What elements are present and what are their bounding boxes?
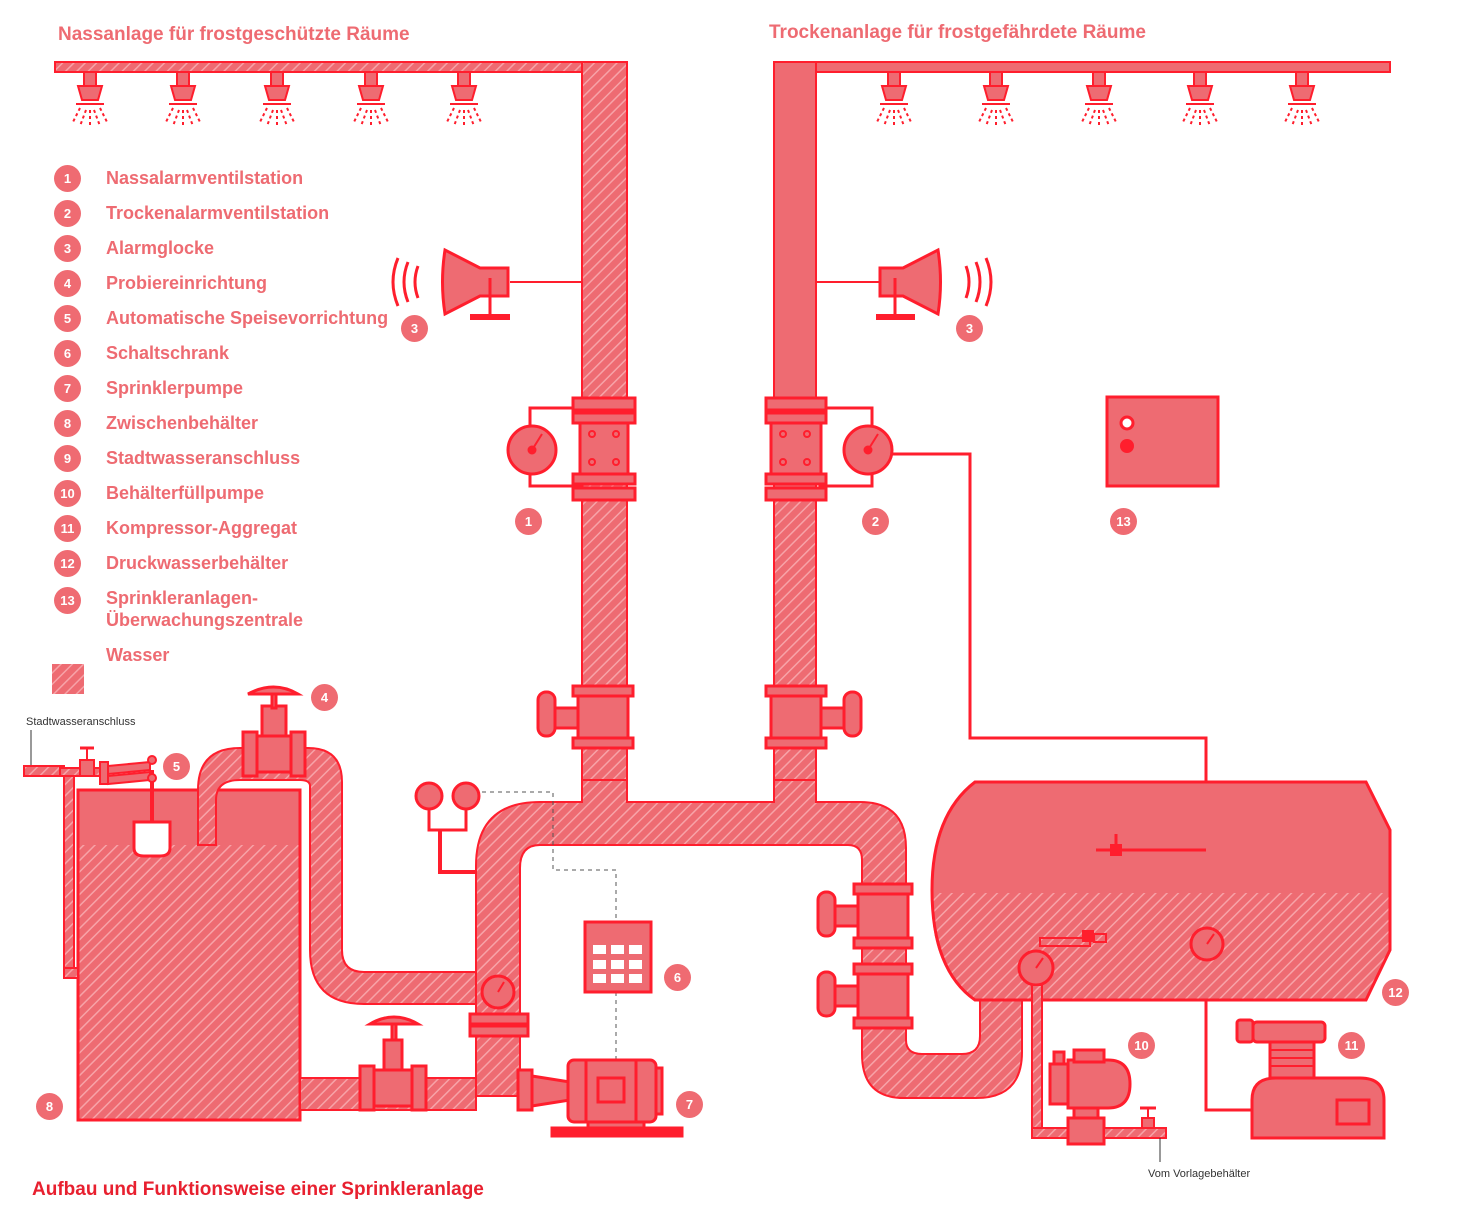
legend-number: 3 [54,235,81,262]
legend-label: Sprinkleranlagen- [106,588,259,608]
badge-intermediate-tank: 8 [36,1093,63,1120]
suction-valve [358,1015,428,1112]
badge-pressure-tank: 12 [1382,979,1409,1006]
badge-wet-alarm-bell: 3 [401,315,428,342]
pressure-gauge-icon [451,781,481,811]
sprinkler-head-icon [258,71,296,127]
badge-dry-alarm-bell: 3 [956,315,983,342]
return-valves [816,882,914,1030]
legend-label: Alarmglocke [106,238,215,258]
legend-number: 12 [54,550,81,577]
wet-alarm-horn-icon [391,247,582,320]
sprinkler-head-icon [71,71,109,127]
pressure-water-tank [930,780,1392,1002]
legend-number: 6 [54,340,81,367]
sprinkler-head-icon [1283,71,1321,127]
legend-label: Trockenalarmventilstation [106,203,330,223]
legend-label: Nassalarmventilstation [106,168,304,188]
sprinkler-head-icon [875,71,913,127]
signal-line [892,452,1252,1112]
legend-number: 2 [54,200,81,227]
dry-alarm-valve-station [764,396,894,502]
intermediate-tank [76,770,302,1122]
legend-number: 8 [54,410,81,437]
legend-label: Druckwasserbehälter [106,553,289,573]
legend-label: Probiereinrichtung [106,273,268,293]
sprinkler-head-icon [1080,71,1118,127]
test-valve [241,685,307,778]
wet-system-heading: Nassanlage für frostgeschützte Räume [58,24,410,45]
wet-ceiling-pipe [54,61,628,73]
legend-number: 10 [54,480,81,507]
legend-label: Zwischenbehälter [106,413,259,433]
dry-sprinkler-heads [875,71,1321,127]
compressor-unit [1235,1018,1386,1140]
legend-number: 13 [54,587,81,614]
dry-ceiling-pipe [773,61,1391,73]
city-water-connection [23,730,157,979]
legend-label: Schaltschrank [106,343,230,363]
badge-control-cabinet: 6 [664,964,691,991]
sprinkler-head-icon [164,71,202,127]
sprinkler-head-icon [445,71,483,127]
diagram-caption: Aufbau und Funktionsweise einer Sprinkle… [32,1179,484,1200]
water-legend-label: Wasser [106,645,170,665]
dry-alarm-horn-icon [816,247,993,320]
dry-riser-pipe-water [773,499,817,803]
badge-dry-alarm-valve: 2 [862,508,889,535]
city-water-label: Stadtwasseranschluss [26,716,136,728]
badge-auto-feed: 5 [163,753,190,780]
badge-sprinkler-pump: 7 [676,1091,703,1118]
tank-fill-pump [1017,930,1167,1162]
legend-number: 7 [54,375,81,402]
dry-system-heading: Trockenanlage für frostgefährdete Räume [769,22,1146,43]
badge-wet-alarm-valve: 1 [515,508,542,535]
legend-number: 11 [54,515,81,542]
wet-shutoff-valve [536,684,635,750]
legend-number: 9 [54,445,81,472]
pump-line-parts [468,974,530,1038]
legend-label: Behälterfüllpumpe [106,483,265,503]
monitoring-panel [1105,395,1220,488]
test-gauges [414,781,481,874]
legend-number: 5 [54,305,81,332]
dry-shutoff-valve [764,684,863,750]
dry-system [764,61,1391,1112]
pressure-gauge-icon [414,781,444,811]
sprinkler-pump [516,1058,684,1138]
water-legend-swatch [52,664,84,694]
badge-monitoring-center: 13 [1110,508,1137,535]
legend-label-continued: Überwachungszentrale [106,610,304,630]
sprinkler-head-icon [352,71,390,127]
wet-alarm-valve-station [506,396,637,502]
supply-tank-label: Vom Vorlagebehälter [1148,1168,1251,1180]
legend-label: Stadtwasseranschluss [106,448,301,468]
wet-sprinkler-heads [71,71,483,127]
badge-compressor: 11 [1338,1032,1365,1059]
sprinkler-head-icon [977,71,1015,127]
legend-label: Sprinklerpumpe [106,378,244,398]
badge-test-device: 4 [311,684,338,711]
legend-label: Automatische Speisevorrichtung [106,308,389,328]
badge-fill-pump: 10 [1128,1032,1155,1059]
legend-number: 1 [54,165,81,192]
legend-label: Kompressor-Aggregat [106,518,298,538]
legend-number: 4 [54,270,81,297]
indicator-light-icon [1119,415,1135,431]
control-lines [474,791,617,1060]
wet-system [54,61,637,803]
sprinkler-head-icon [1181,71,1219,127]
indicator-light-icon [1120,439,1134,453]
control-cabinet [583,920,653,994]
